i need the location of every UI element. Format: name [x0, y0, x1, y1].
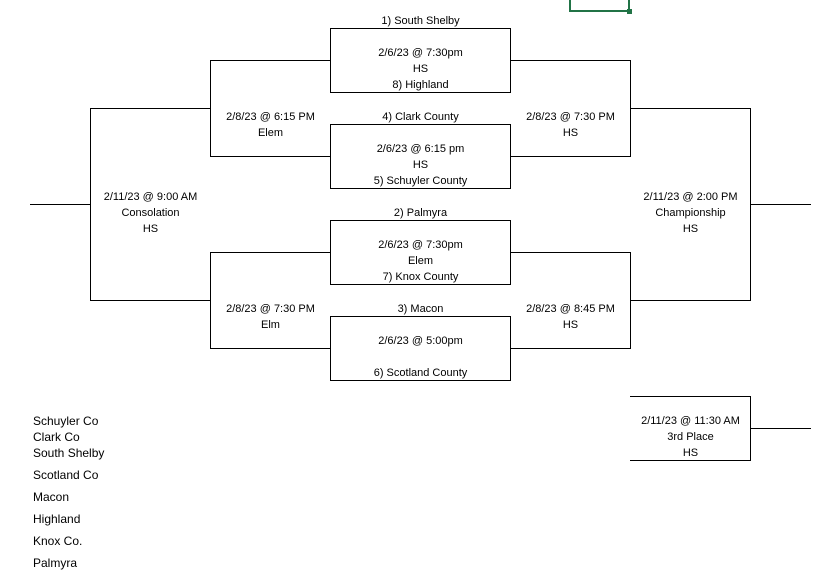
- bracket-line: [90, 108, 211, 109]
- team-label: 8) Highland: [392, 79, 449, 91]
- round-label: Championship: [655, 207, 726, 219]
- team-list-item: Clark Co: [33, 430, 80, 444]
- team-list-item: South Shelby: [33, 446, 105, 460]
- game-time: 2/8/23 @ 6:15 PM: [226, 111, 315, 123]
- bracket-line: [330, 188, 511, 189]
- team-label: 1) South Shelby: [381, 15, 460, 27]
- game-location: Elem: [257, 127, 284, 139]
- bracket-line: [630, 300, 751, 301]
- bracket-line: [330, 28, 511, 29]
- team-list-item: Knox Co.: [33, 534, 83, 548]
- bracket-line: [210, 252, 331, 253]
- round-label: 3rd Place: [667, 431, 714, 443]
- bracket-line: [630, 396, 751, 397]
- bracket-line: [750, 428, 811, 429]
- bracket-line: [330, 220, 511, 221]
- game-location: Elem: [407, 255, 434, 267]
- game-location: HS: [682, 447, 699, 459]
- bracket-line: [630, 460, 751, 461]
- game-time: 2/11/23 @ 11:30 AM: [641, 415, 740, 427]
- bracket-line: [510, 156, 631, 157]
- bracket-line: [210, 348, 331, 349]
- game-location: Elm: [261, 319, 280, 331]
- game-time: 2/8/23 @ 7:30 PM: [226, 303, 315, 315]
- team-list-item: Scotland Co: [33, 468, 99, 482]
- game-time: 2/11/23 @ 9:00 AM: [103, 191, 198, 203]
- bracket-line: [330, 380, 511, 381]
- fill-handle[interactable]: [627, 9, 632, 14]
- bracket-line: [210, 60, 331, 61]
- team-label: 6) Scotland County: [373, 367, 468, 379]
- team-label: 5) Schuyler County: [373, 175, 468, 187]
- bracket-line: [510, 252, 631, 253]
- game-time: 2/6/23 @ 6:15 pm: [376, 143, 465, 155]
- team-list-item: Palmyra: [33, 556, 78, 570]
- round-label: Consolation: [121, 207, 180, 219]
- game-time: 2/6/23 @ 5:00pm: [378, 335, 463, 347]
- cell-selection-box[interactable]: [569, 0, 630, 12]
- game-location: HS: [682, 223, 699, 235]
- bracket-line: [330, 316, 511, 317]
- bracket-line: [30, 204, 91, 205]
- team-list-item: Schuyler Co: [33, 414, 99, 428]
- bracket-line: [510, 60, 631, 61]
- bracket-line: [90, 300, 211, 301]
- team-label: 3) Macon: [397, 303, 444, 315]
- game-location: HS: [412, 159, 429, 171]
- game-time: 2/11/23 @ 2:00 PM: [643, 191, 738, 203]
- team-list-item: Macon: [33, 490, 70, 504]
- game-location: HS: [562, 319, 579, 331]
- game-location: HS: [562, 127, 579, 139]
- bracket-line: [330, 124, 511, 125]
- bracket-line: [210, 156, 331, 157]
- game-location: HS: [412, 63, 429, 75]
- team-list-item: Highland: [33, 512, 81, 526]
- bracket-line: [630, 108, 751, 109]
- game-time: 2/6/23 @ 7:30pm: [378, 47, 463, 59]
- game-time: 2/8/23 @ 7:30 PM: [526, 111, 615, 123]
- bracket-line: [330, 284, 511, 285]
- game-location: HS: [142, 223, 159, 235]
- team-label: 4) Clark County: [382, 111, 459, 123]
- bracket-line: [750, 204, 811, 205]
- game-time: 2/8/23 @ 8:45 PM: [526, 303, 615, 315]
- team-label: 2) Palmyra: [393, 207, 448, 219]
- game-time: 2/6/23 @ 7:30pm: [378, 239, 463, 251]
- team-label: 7) Knox County: [382, 271, 459, 283]
- bracket-line: [510, 348, 631, 349]
- bracket-line: [330, 92, 511, 93]
